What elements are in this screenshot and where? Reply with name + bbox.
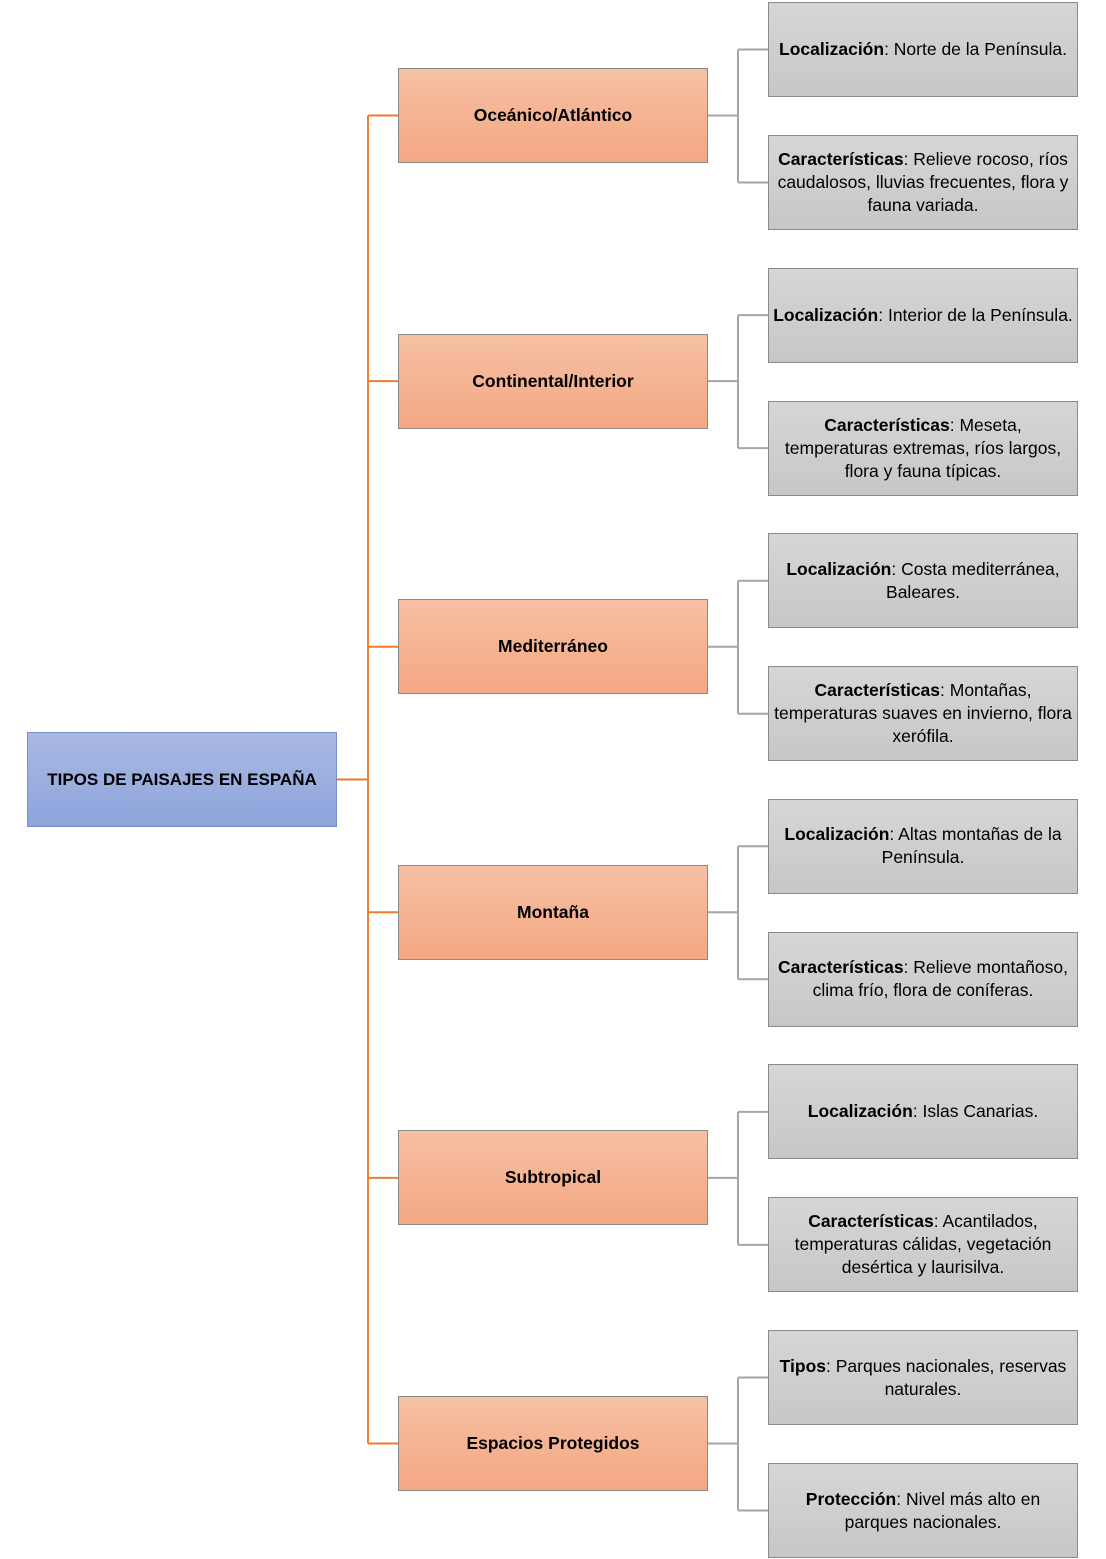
detail-term: Localización: [786, 558, 892, 579]
detail-text: : Acantilados, temperaturas cálidas, veg…: [794, 1211, 1052, 1278]
detail-term: Localización: [784, 824, 890, 845]
detail-text: : Norte de la Península.: [884, 39, 1067, 59]
detail-node-localizacion: Localización: Costa mediterránea, Balear…: [768, 533, 1078, 629]
detail-text: : Nivel más alto en parques nacionales.: [844, 1488, 1041, 1532]
detail-term: Localización: [807, 1101, 913, 1122]
detail-term: Protección: [805, 1488, 897, 1509]
detail-node-caracteristicas: Características: Relieve montañoso, clim…: [768, 931, 1078, 1027]
detail-text: : Costa mediterránea, Baleares.: [886, 558, 1060, 602]
category-label: Espacios Protegidos: [466, 1433, 640, 1453]
detail-term: Características: [814, 680, 941, 701]
detail-node-caracteristicas: Características: Relieve rocoso, ríos ca…: [768, 135, 1078, 230]
detail-text: : Meseta, temperaturas extremas, ríos la…: [784, 414, 1062, 481]
detail-node-localizacion: Localización: Norte de la Península.: [768, 2, 1078, 97]
category-label: Continental/Interior: [472, 370, 634, 391]
detail-text: : Interior de la Península.: [878, 304, 1073, 325]
root-node: TIPOS DE PAISAJES EN ESPAÑA: [27, 732, 337, 827]
detail-term: Características: [778, 957, 904, 978]
detail-term: Localización: [773, 304, 879, 325]
detail-term: Localización: [779, 39, 885, 59]
detail-text: : Montañas, temperaturas suaves en invie…: [774, 680, 1072, 747]
detail-text: : Relieve rocoso, ríos caudalosos, lluvi…: [777, 149, 1069, 215]
detail-node-localizacion: Localización: Interior de la Península.: [768, 267, 1078, 363]
category-node-espacios-protegidos: Espacios Protegidos: [398, 1396, 708, 1491]
detail-term: Características: [824, 414, 950, 435]
detail-text: : Parques nacionales, reservas naturales…: [826, 1355, 1067, 1399]
category-label: Montaña: [517, 901, 589, 922]
detail-term: Características: [778, 149, 904, 169]
category-node-montana: Montaña: [398, 864, 708, 960]
detail-node-proteccion: Protección: Nivel más alto en parques na…: [768, 1463, 1078, 1558]
detail-term: Tipos: [779, 1355, 827, 1376]
category-label: Subtropical: [504, 1167, 602, 1188]
detail-node-localizacion: Localización: Islas Canarias.: [768, 1064, 1078, 1160]
category-label: Oceánico/Atlántico: [473, 105, 633, 125]
detail-node-tipos: Tipos: Parques nacionales, reservas natu…: [768, 1330, 1078, 1425]
category-node-continental: Continental/Interior: [398, 333, 708, 429]
root-node-label: TIPOS DE PAISAJES EN ESPAÑA: [47, 769, 317, 789]
detail-text: : Relieve montañoso, clima frío, flora d…: [812, 957, 1068, 1001]
detail-text: : Islas Canarias.: [912, 1101, 1039, 1122]
detail-text: : Altas montañas de la Península.: [881, 824, 1062, 868]
detail-node-caracteristicas: Características: Montañas, temperaturas …: [768, 666, 1078, 762]
category-label: Mediterráneo: [498, 636, 608, 657]
detail-node-caracteristicas: Características: Meseta, temperaturas ex…: [768, 400, 1078, 496]
category-node-oceanico: Oceánico/Atlántico: [398, 68, 708, 163]
detail-term: Características: [808, 1211, 934, 1232]
category-node-mediterraneo: Mediterráneo: [398, 599, 708, 695]
detail-node-caracteristicas: Características: Acantilados, temperatur…: [768, 1197, 1078, 1293]
category-node-subtropical: Subtropical: [398, 1130, 708, 1226]
detail-node-localizacion: Localización: Altas montañas de la Penín…: [768, 798, 1078, 894]
